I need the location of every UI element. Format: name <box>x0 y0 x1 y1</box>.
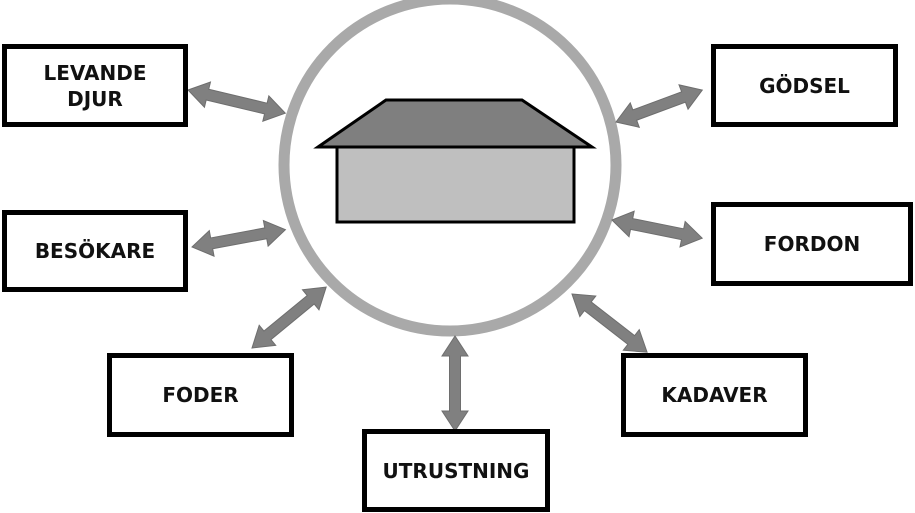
house-wall <box>335 143 576 224</box>
arrow-besokare <box>191 219 287 257</box>
node-fordon-label: FORDON <box>763 232 861 256</box>
node-godsel-label: GÖDSEL <box>759 73 850 98</box>
arrow-godsel <box>615 84 704 128</box>
node-foder-label: FODER <box>162 383 239 407</box>
node-kadaver: KADAVER <box>621 353 808 437</box>
arrow-kadaver <box>571 293 648 353</box>
arrow-fordon <box>611 210 704 248</box>
node-kadaver-label: KADAVER <box>661 383 768 407</box>
node-besokare-label: BESÖKARE <box>34 239 156 263</box>
node-levande-djur-label: LEVANDE DJUR <box>43 60 147 111</box>
node-utrustning: UTRUSTNING <box>362 429 550 512</box>
node-fordon: FORDON <box>711 202 913 286</box>
node-foder: FODER <box>107 353 294 437</box>
node-godsel: GÖDSEL <box>711 44 898 127</box>
node-besokare: BESÖKARE <box>2 210 188 292</box>
house-roof <box>313 98 597 149</box>
arrow-utrustning <box>441 335 469 432</box>
node-utrustning-label: UTRUSTNING <box>382 458 530 483</box>
node-levande-djur: LEVANDE DJUR <box>2 44 188 127</box>
farm-boundary-circle <box>278 0 622 337</box>
arrow-foder <box>251 286 327 349</box>
arrow-levande-djur <box>187 81 287 122</box>
barn-house-icon <box>313 98 597 224</box>
